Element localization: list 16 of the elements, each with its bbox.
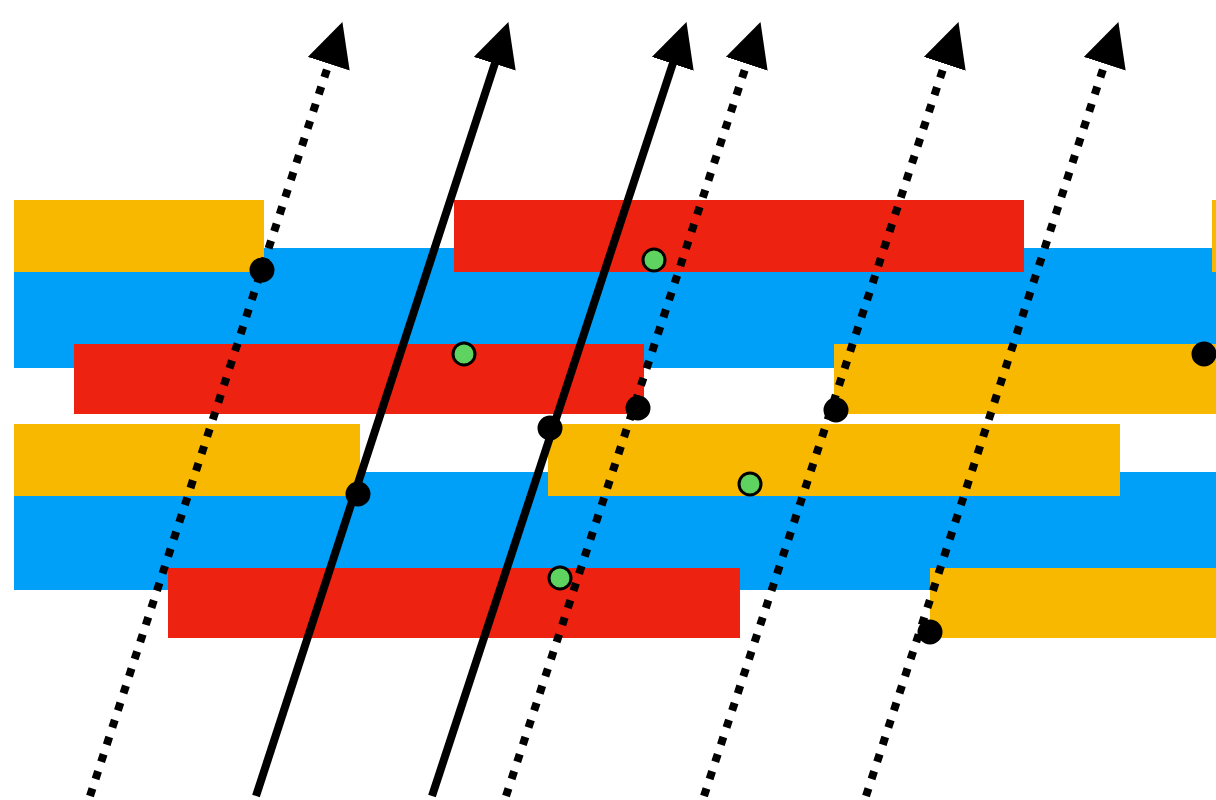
color-bar [74,344,644,414]
dot-marker [737,471,763,497]
color-bar [930,568,1216,638]
color-bar [14,424,360,496]
dot-marker [625,395,651,421]
color-bar [834,344,1216,414]
dot-marker [823,397,849,423]
dot-marker [641,247,667,273]
color-bar [14,200,264,272]
dot-marker [537,415,563,441]
color-bar [168,568,740,638]
dot-marker [547,565,573,591]
color-bar [548,424,1120,496]
dot-marker [451,341,477,367]
dot-marker [917,619,943,645]
color-bar [454,200,1024,272]
